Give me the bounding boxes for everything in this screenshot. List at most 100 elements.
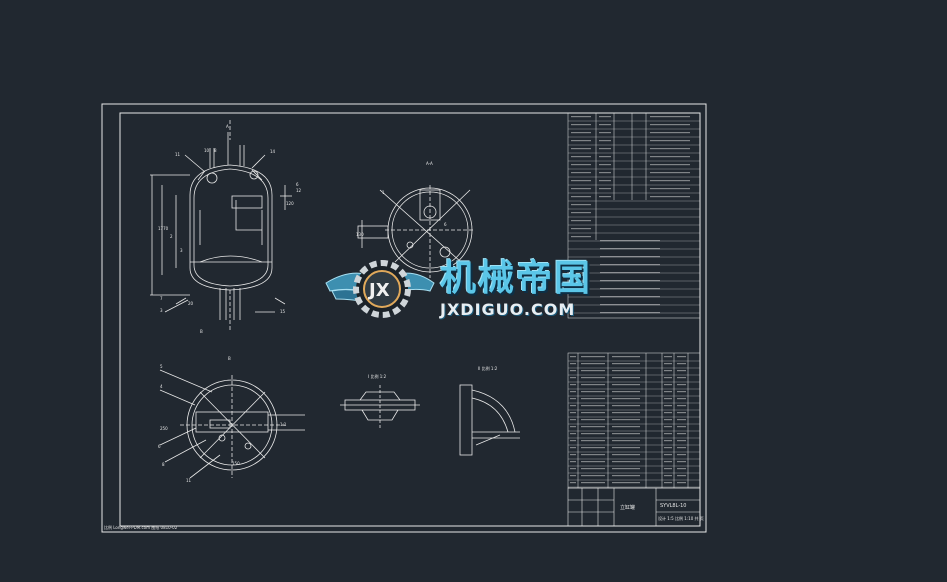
cell-text-mark — [612, 398, 640, 400]
cell-text-mark — [581, 454, 605, 456]
cell-text-mark — [664, 370, 672, 372]
cell-text-mark — [677, 454, 686, 456]
detail-view-1 — [340, 385, 420, 428]
cell-text-mark — [581, 412, 605, 414]
cell-text-mark — [664, 405, 672, 407]
svg-text:7: 7 — [160, 296, 163, 301]
cell-text-mark — [599, 180, 611, 182]
cell-text-mark — [612, 426, 640, 428]
cell-text-mark — [677, 468, 686, 470]
svg-text:I 比例 1:2: I 比例 1:2 — [368, 373, 387, 379]
cell-text-mark — [664, 426, 672, 428]
cell-text-mark — [571, 188, 591, 190]
cell-text-mark — [571, 180, 591, 182]
cell-text-mark — [677, 433, 686, 435]
cell-text-mark — [677, 363, 686, 365]
cell-text-mark — [570, 447, 576, 449]
cell-text-mark — [650, 116, 690, 118]
cell-text-mark — [664, 433, 672, 435]
cell-text-mark — [581, 405, 605, 407]
cell-text-mark — [664, 454, 672, 456]
cell-text-mark — [581, 363, 605, 365]
cell-text-mark — [571, 196, 591, 198]
cell-text-mark — [612, 440, 640, 442]
cell-text-mark — [581, 475, 605, 477]
cell-text-mark — [581, 356, 605, 358]
svg-text:1770: 1770 — [158, 226, 169, 231]
cell-text-mark — [581, 370, 605, 372]
cell-text-mark — [677, 391, 686, 393]
cell-text-mark — [664, 461, 672, 463]
cell-text-mark — [570, 419, 576, 421]
cell-text-mark — [581, 447, 605, 449]
cell-text-mark — [581, 391, 605, 393]
cell-text-mark — [581, 419, 605, 421]
svg-text:14: 14 — [270, 149, 276, 154]
cell-text-mark — [600, 248, 660, 250]
cell-text-mark — [664, 391, 672, 393]
cell-text-mark — [612, 461, 640, 463]
cell-text-mark — [612, 405, 640, 407]
cell-text-mark — [612, 475, 640, 477]
cell-text-mark — [612, 391, 640, 393]
cell-text-mark — [600, 304, 660, 306]
cell-text-mark — [571, 132, 591, 134]
cell-text-mark — [571, 140, 591, 142]
cell-text-mark — [570, 461, 576, 463]
cell-text-mark — [612, 356, 640, 358]
cell-text-mark — [650, 164, 690, 166]
cell-text-mark — [581, 384, 605, 386]
cell-text-mark — [581, 377, 605, 379]
svg-text:II 比例 1:2: II 比例 1:2 — [478, 365, 498, 371]
gear-wings-icon: JX — [325, 260, 435, 318]
cell-text-mark — [664, 482, 672, 484]
plan-view — [159, 369, 305, 479]
cell-text-mark — [677, 461, 686, 463]
cell-text-mark — [581, 398, 605, 400]
parts-list-table — [567, 352, 701, 489]
cell-text-mark — [599, 172, 611, 174]
svg-text:10: 10 — [204, 148, 210, 153]
cell-text-mark — [570, 412, 576, 414]
cell-text-mark — [600, 280, 660, 282]
cell-text-mark — [612, 370, 640, 372]
tech-data-table — [567, 112, 701, 319]
cell-text-mark — [650, 148, 690, 150]
svg-text:8: 8 — [214, 148, 217, 153]
parts-list-rows — [568, 360, 700, 488]
cell-text-mark — [612, 363, 640, 365]
watermark-title-cn: 机械帝国 — [440, 258, 593, 299]
cell-text-mark — [650, 196, 690, 198]
cell-text-mark — [677, 405, 686, 407]
cell-text-mark — [570, 405, 576, 407]
cell-text-mark — [570, 398, 576, 400]
cell-text-mark — [599, 164, 611, 166]
sheet-border — [101, 103, 707, 533]
cell-text-mark — [581, 426, 605, 428]
svg-text:8: 8 — [162, 462, 165, 467]
cell-text-mark — [571, 164, 591, 166]
section-view-a — [357, 185, 475, 278]
svg-text:6: 6 — [444, 222, 447, 227]
watermark-title-en: JXDIGUO.COM — [440, 300, 576, 319]
cell-text-mark — [677, 447, 686, 449]
cell-text-mark — [570, 468, 576, 470]
cell-text-mark — [571, 116, 591, 118]
cell-text-mark — [677, 440, 686, 442]
cell-text-mark — [677, 370, 686, 372]
svg-text:6: 6 — [158, 444, 161, 449]
svg-text:130: 130 — [356, 232, 364, 237]
cell-text-mark — [571, 212, 591, 214]
cell-text-mark — [677, 482, 686, 484]
svg-text:B: B — [228, 356, 231, 361]
cell-text-mark — [581, 468, 605, 470]
cell-text-mark — [571, 124, 591, 126]
cell-text-mark — [600, 296, 660, 298]
title-block — [567, 487, 701, 527]
cell-text-mark — [650, 180, 690, 182]
svg-text:B: B — [200, 329, 203, 334]
watermark-logo: JX 机械帝国 JXDIGUO.COM — [322, 253, 622, 325]
